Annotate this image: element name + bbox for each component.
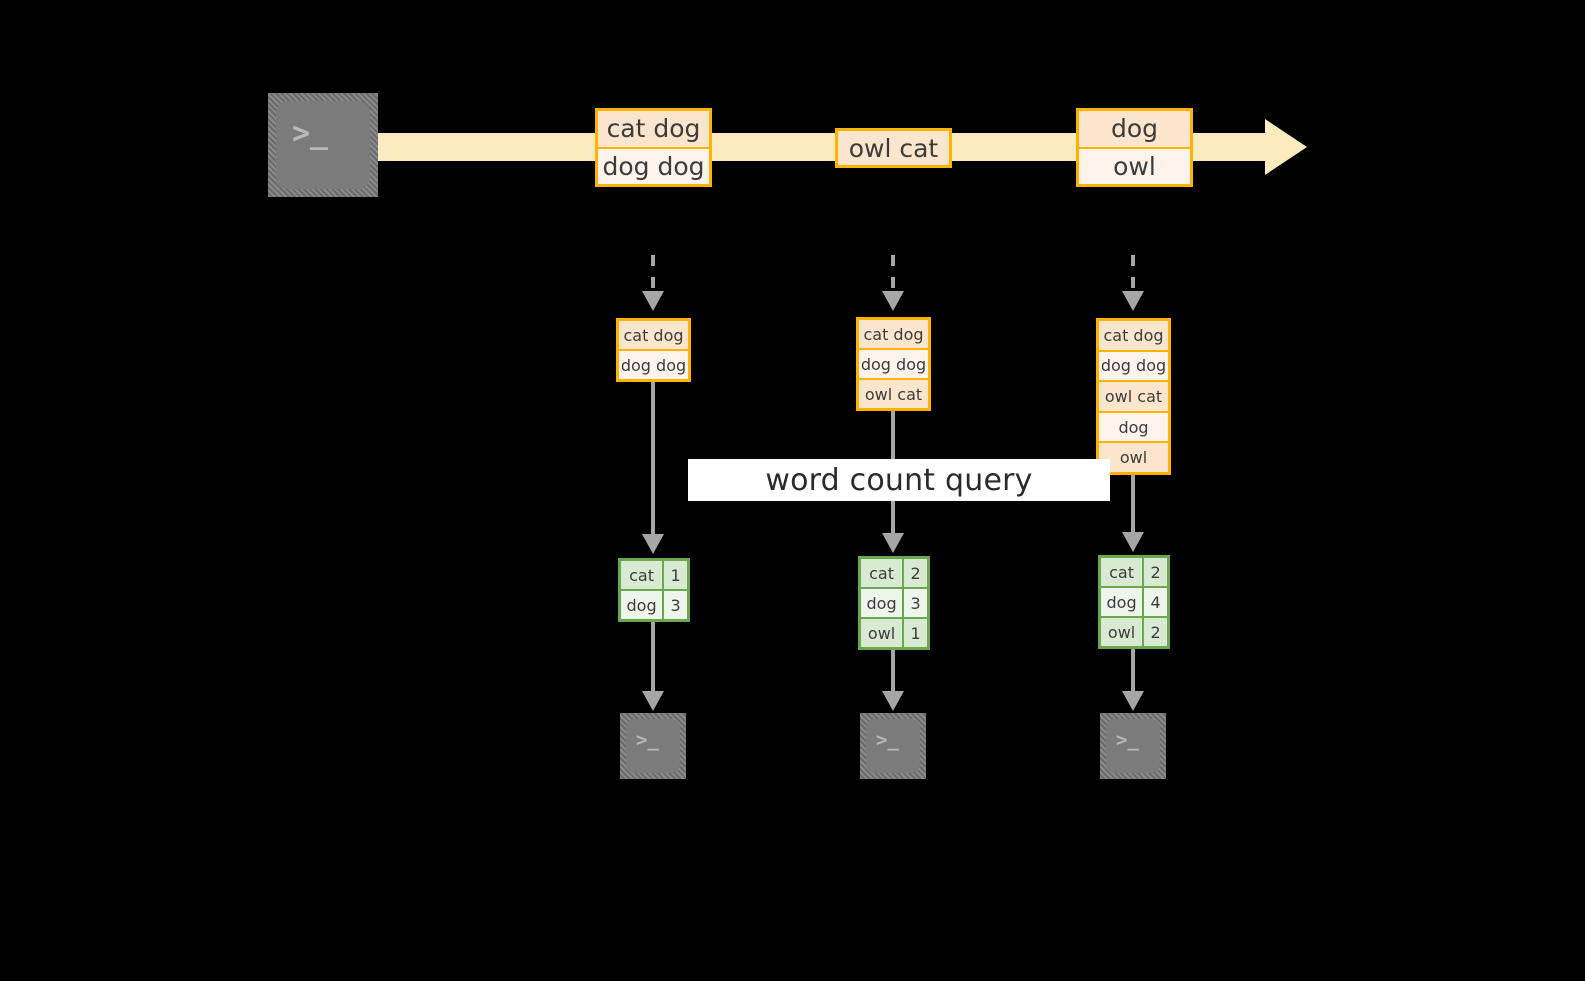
sink-terminal-icon-1: >_ — [620, 713, 686, 779]
sink-flow-arrowhead-2 — [882, 691, 904, 711]
snapshot-row: dog dog — [1099, 349, 1168, 381]
result-table-2: cat 2 dog 3 owl 1 — [858, 556, 930, 650]
stream-arrow-head — [1265, 119, 1307, 175]
snapshot-trigger-arrowhead-2 — [882, 291, 904, 311]
snapshot-table-1: cat dog dog dog — [616, 318, 691, 382]
table-row: owl 2 — [1101, 616, 1167, 646]
sink-flow-arrowhead-1 — [642, 691, 664, 711]
sink-flow-arrowhead-3 — [1122, 691, 1144, 711]
result-word: owl — [1101, 618, 1143, 646]
result-count: 1 — [662, 561, 687, 589]
snapshot-trigger-line-1 — [651, 255, 655, 293]
snapshot-row: dog dog — [619, 349, 688, 379]
result-word: cat — [621, 561, 663, 589]
snapshot-row: cat dog — [619, 321, 688, 349]
terminal-prompt-glyph: >_ — [876, 729, 899, 751]
sink-flow-line-3 — [1131, 649, 1135, 695]
snapshot-row: cat dog — [1099, 321, 1168, 350]
table-row: dog 3 — [861, 587, 927, 617]
result-word: cat — [861, 559, 903, 587]
query-flow-line-1 — [651, 382, 655, 538]
snapshot-row: cat dog — [859, 320, 928, 348]
sink-terminal-icon-2: >_ — [860, 713, 926, 779]
stream-batch-1: cat dog dog dog — [595, 108, 712, 187]
snapshot-table-2: cat dog dog dog owl cat — [856, 317, 931, 411]
result-count: 2 — [1142, 558, 1167, 586]
stream-record: owl — [1079, 146, 1190, 184]
result-word: dog — [621, 591, 663, 619]
snapshot-row: owl cat — [1099, 380, 1168, 411]
result-count: 3 — [902, 589, 927, 617]
query-flow-arrowhead-1 — [642, 534, 664, 554]
sink-flow-line-2 — [891, 650, 895, 695]
snapshot-trigger-arrowhead-3 — [1122, 291, 1144, 311]
sink-terminal-icon-3: >_ — [1100, 713, 1166, 779]
result-word: cat — [1101, 558, 1143, 586]
terminal-screen: >_ — [866, 719, 920, 773]
stream-record: owl cat — [838, 131, 949, 165]
table-row: cat 1 — [621, 561, 687, 589]
result-table-3: cat 2 dog 4 owl 2 — [1098, 555, 1170, 649]
table-row: dog 4 — [1101, 586, 1167, 616]
stream-record: dog — [1079, 111, 1190, 147]
stream-record: dog dog — [598, 146, 709, 184]
stream-record: cat dog — [598, 111, 709, 147]
terminal-screen: >_ — [626, 719, 680, 773]
result-table-1: cat 1 dog 3 — [618, 558, 690, 622]
stream-batch-3: dog owl — [1076, 108, 1193, 187]
snapshot-table-3: cat dog dog dog owl cat dog owl — [1096, 318, 1171, 475]
terminal-screen: >_ — [1106, 719, 1160, 773]
sink-flow-line-1 — [651, 622, 655, 695]
result-word: dog — [1101, 588, 1143, 616]
result-count: 3 — [662, 591, 687, 619]
query-flow-line-3 — [1131, 475, 1135, 536]
stream-batch-2: owl cat — [835, 128, 952, 168]
terminal-screen: >_ — [276, 101, 370, 189]
snapshot-trigger-arrowhead-1 — [642, 291, 664, 311]
table-row: cat 2 — [861, 559, 927, 587]
result-count: 2 — [1142, 618, 1167, 646]
query-label: word count query — [688, 459, 1110, 501]
terminal-prompt-glyph: >_ — [636, 729, 659, 751]
terminal-prompt-glyph: >_ — [1116, 729, 1139, 751]
terminal-prompt-glyph: >_ — [292, 116, 329, 151]
snapshot-trigger-line-3 — [1131, 255, 1135, 293]
table-row: cat 2 — [1101, 558, 1167, 586]
query-flow-arrowhead-3 — [1122, 532, 1144, 552]
table-row: owl 1 — [861, 617, 927, 647]
snapshot-row: dog dog — [859, 348, 928, 378]
result-word: dog — [861, 589, 903, 617]
snapshot-row: owl cat — [859, 378, 928, 408]
result-count: 4 — [1142, 588, 1167, 616]
source-terminal-icon: >_ — [268, 93, 378, 197]
result-count: 1 — [902, 619, 927, 647]
snapshot-row: dog — [1099, 410, 1168, 442]
table-row: dog 3 — [621, 589, 687, 619]
result-word: owl — [861, 619, 903, 647]
result-count: 2 — [902, 559, 927, 587]
query-flow-arrowhead-2 — [882, 533, 904, 553]
snapshot-row: owl — [1099, 441, 1168, 472]
snapshot-trigger-line-2 — [891, 255, 895, 293]
